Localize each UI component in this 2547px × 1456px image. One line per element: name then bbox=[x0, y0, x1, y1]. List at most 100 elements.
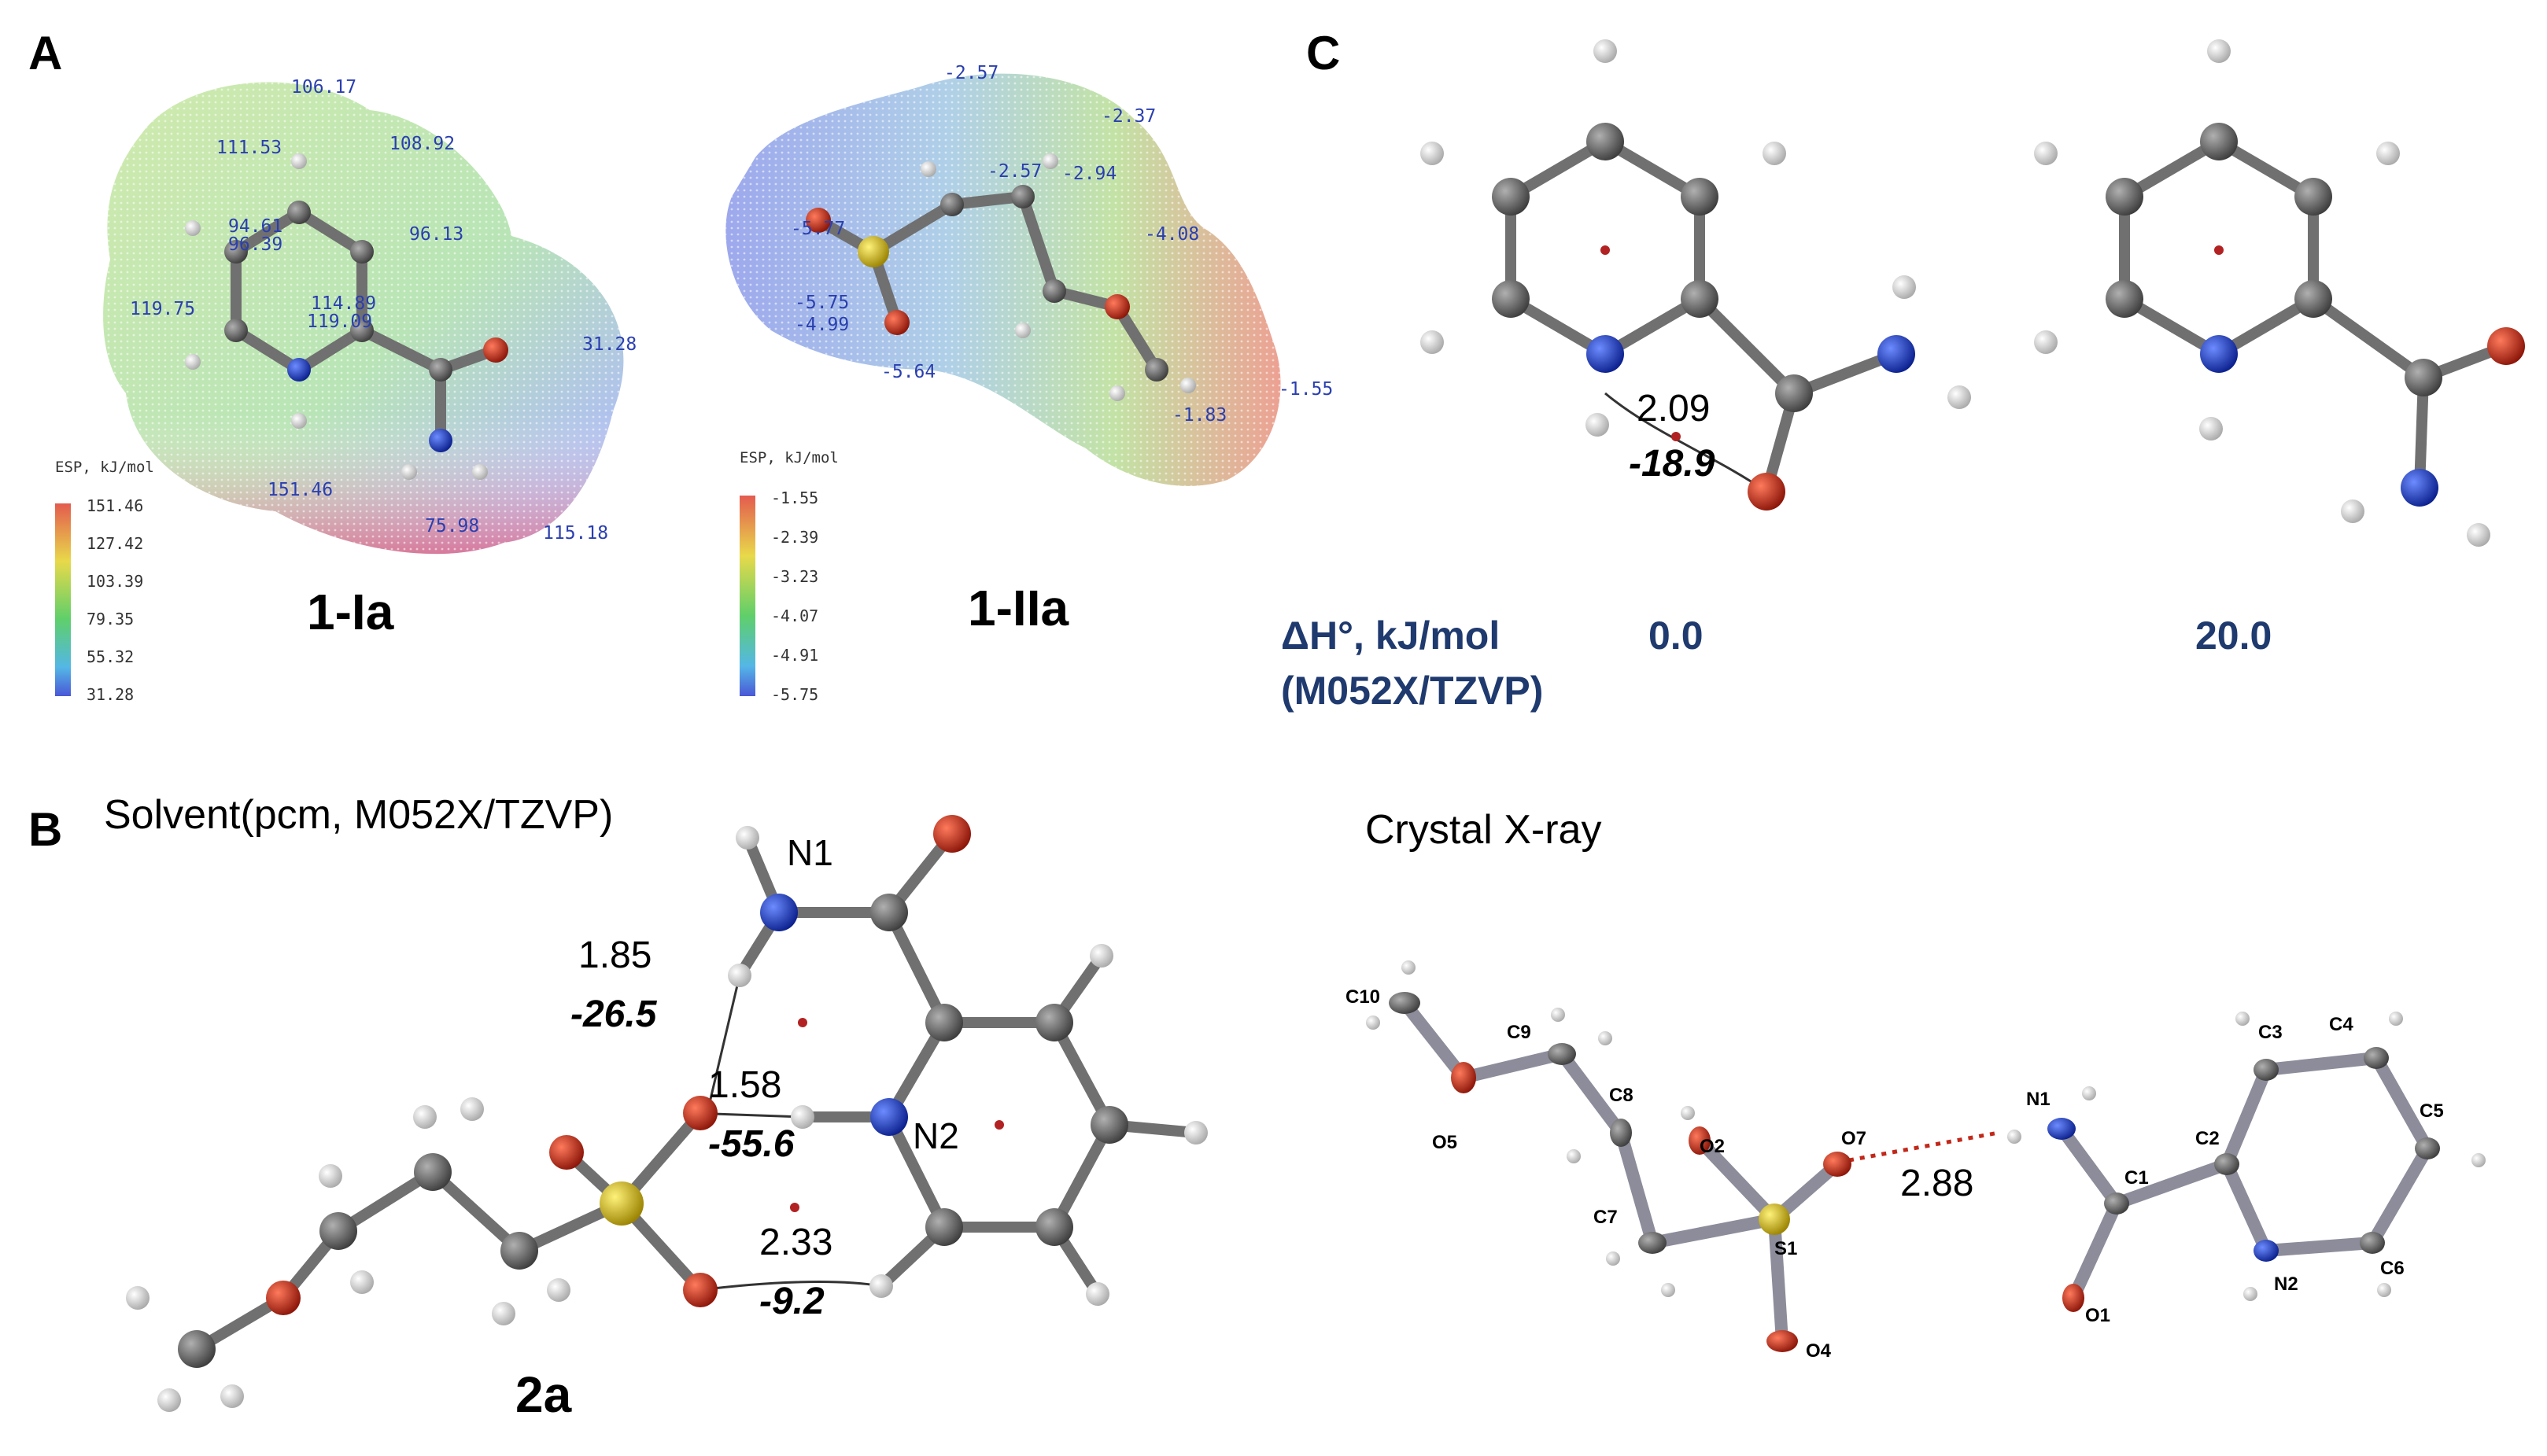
atom-c bbox=[350, 240, 374, 264]
panel-letter-a: A bbox=[28, 27, 62, 79]
esp-value: -2.57 bbox=[944, 63, 998, 83]
atom-h bbox=[1593, 39, 1617, 63]
esp-value: -4.08 bbox=[1145, 224, 1199, 245]
atom-h bbox=[2082, 1086, 2096, 1100]
atom-c bbox=[429, 358, 452, 382]
atom-h bbox=[2034, 330, 2058, 354]
atom-label: O4 bbox=[1806, 1340, 1832, 1362]
dh-value-conformer-2: 20.0 bbox=[2195, 614, 2272, 658]
scale-tick: -5.75 bbox=[771, 685, 818, 704]
atom-n bbox=[2047, 1118, 2076, 1140]
atom-h bbox=[157, 1388, 181, 1412]
atom-h bbox=[2207, 39, 2231, 63]
atom-label-n2: N2 bbox=[913, 1115, 959, 1156]
atom-h bbox=[1661, 1283, 1675, 1297]
scale-tick: 151.46 bbox=[87, 496, 143, 515]
atom-label: C2 bbox=[2195, 1128, 2220, 1149]
complex-2a: N1 N2 1.85 -26.5 1.58 -55.6 2.33 -9.2 bbox=[126, 815, 1208, 1412]
atom-label: C8 bbox=[1609, 1085, 1633, 1106]
atom-h bbox=[126, 1286, 149, 1310]
atom-o bbox=[683, 1096, 718, 1130]
atom-label: C10 bbox=[1345, 986, 1380, 1008]
molecule-label-1-ia: 1-Ia bbox=[307, 584, 394, 640]
ring-critical-point bbox=[995, 1120, 1004, 1130]
scale-tick: -4.07 bbox=[771, 606, 818, 625]
atom-c bbox=[224, 319, 248, 342]
esp-values-1-iia: -2.57 -2.37 -2.57 -2.94 -4.08 -5.77 -5.7… bbox=[791, 63, 1333, 426]
atom-o bbox=[1748, 473, 1785, 511]
atom-h bbox=[1606, 1251, 1620, 1266]
atom-o bbox=[2062, 1284, 2084, 1312]
atom-h bbox=[2243, 1287, 2257, 1301]
atom-h bbox=[869, 1274, 893, 1298]
esp-surface-1-iia bbox=[725, 73, 1281, 486]
atom-h bbox=[1567, 1149, 1581, 1163]
atom-label: O5 bbox=[1432, 1132, 1457, 1153]
panel-letter-b: B bbox=[28, 803, 62, 856]
scale-tick: -3.23 bbox=[771, 567, 818, 586]
esp-value: 151.46 bbox=[268, 480, 333, 500]
atom-h bbox=[1043, 153, 1058, 169]
atom-label: N1 bbox=[2026, 1089, 2051, 1110]
dh-label: ΔH°, kJ/mol bbox=[1281, 614, 1500, 658]
atom-o bbox=[1689, 1126, 1711, 1155]
h-bond-distance: 1.85 bbox=[578, 934, 652, 976]
atom-c bbox=[2106, 280, 2143, 318]
atom-h bbox=[1366, 1016, 1380, 1030]
atom-c bbox=[1681, 280, 1718, 318]
esp-value: 31.28 bbox=[582, 334, 637, 355]
molecule-1-iia bbox=[806, 153, 1196, 401]
atom-c bbox=[925, 1208, 963, 1246]
atom-h bbox=[472, 464, 488, 480]
atom-c bbox=[1091, 1106, 1128, 1144]
atom-c bbox=[1681, 178, 1718, 216]
atom-c bbox=[178, 1330, 216, 1368]
esp-values-1-ia: 106.17 111.53 108.92 94.61 96.39 96.13 1… bbox=[130, 77, 637, 544]
atom-n bbox=[2200, 335, 2238, 373]
atom-label: C7 bbox=[1593, 1207, 1618, 1228]
atom-c bbox=[2364, 1047, 2389, 1069]
atom-h bbox=[728, 964, 751, 987]
ring-critical-point bbox=[790, 1203, 799, 1212]
h-bond-energy: -26.5 bbox=[570, 993, 658, 1035]
atom-h bbox=[736, 826, 759, 850]
atom-h bbox=[2199, 417, 2223, 440]
atom-c bbox=[1492, 280, 1530, 318]
atom-label: O7 bbox=[1841, 1128, 1866, 1149]
crystal-structure: C10 C9 C8 O5 O2 O7 C7 S1 O4 N1 C1 C2 C3 … bbox=[1345, 960, 2486, 1362]
scale-tick: -2.39 bbox=[771, 528, 818, 547]
panel-b: B Solvent(pcm, M052X/TZVP) bbox=[28, 792, 2486, 1423]
scale-tick: 55.32 bbox=[87, 647, 134, 666]
atom-c bbox=[1035, 1004, 1073, 1041]
atom-c bbox=[1389, 992, 1420, 1014]
atom-h bbox=[2235, 1012, 2250, 1026]
panel-a: A bbox=[28, 27, 1333, 704]
h-bond-energy: -55.6 bbox=[708, 1123, 795, 1165]
atom-o bbox=[1823, 1152, 1851, 1177]
atom-h bbox=[2471, 1153, 2486, 1167]
atom-c bbox=[2294, 178, 2332, 216]
panel-c: C bbox=[1281, 27, 2525, 713]
esp-value: 106.17 bbox=[291, 77, 356, 98]
esp-value: 114.89 bbox=[311, 293, 376, 314]
atom-c bbox=[1043, 279, 1066, 303]
atom-c bbox=[2415, 1137, 2440, 1159]
atom-h bbox=[1401, 960, 1416, 975]
atom-o bbox=[2487, 327, 2525, 365]
ring-critical-point bbox=[1600, 245, 1610, 255]
atom-c bbox=[287, 201, 311, 224]
scale-tick: 127.42 bbox=[87, 534, 143, 553]
atom-c bbox=[1638, 1232, 1667, 1254]
atom-label-n1: N1 bbox=[787, 832, 833, 873]
esp-value: -2.94 bbox=[1062, 164, 1117, 184]
atom-label: C5 bbox=[2420, 1100, 2444, 1122]
atom-s bbox=[600, 1181, 644, 1226]
panel-letter-c: C bbox=[1306, 27, 1340, 79]
atom-o bbox=[683, 1273, 718, 1307]
atom-n bbox=[2401, 469, 2438, 507]
atom-label: C3 bbox=[2258, 1022, 2283, 1043]
atom-o bbox=[884, 310, 910, 335]
atom-h bbox=[401, 464, 417, 480]
esp-value: -4.99 bbox=[795, 315, 849, 335]
atom-n bbox=[287, 358, 311, 382]
